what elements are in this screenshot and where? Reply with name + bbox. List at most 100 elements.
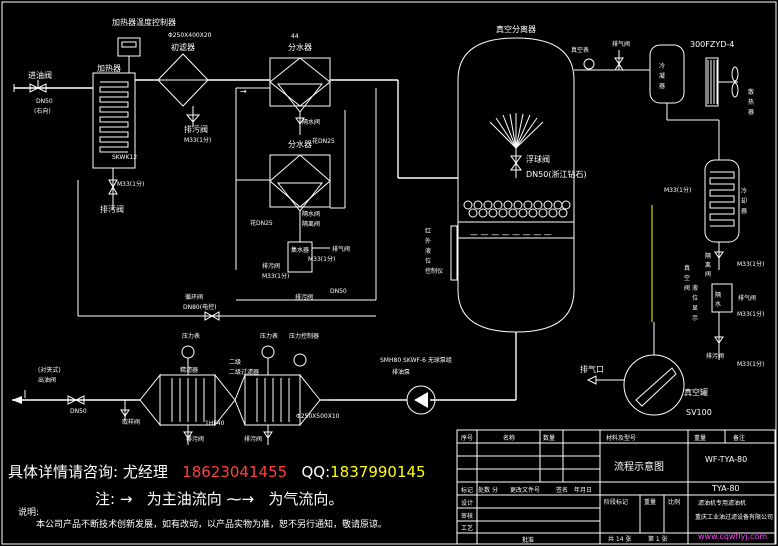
svg-text:排污阀: 排污阀 xyxy=(186,435,204,443)
svg-text:第 1 张: 第 1 张 xyxy=(648,535,668,543)
svg-text:排污阀: 排污阀 xyxy=(262,262,280,270)
svg-text:二级: 二级 xyxy=(229,358,241,366)
pressure-controller-icon xyxy=(293,353,307,367)
svg-text:排气阀: 排气阀 xyxy=(332,245,350,253)
svg-text:M33(1分): M33(1分) xyxy=(184,136,211,144)
svg-text:隔: 隔 xyxy=(715,291,721,299)
condenser xyxy=(649,44,685,104)
drawing-title: 流程示意图 xyxy=(614,460,664,473)
svg-text:离: 离 xyxy=(705,261,711,269)
circ-valve-icon xyxy=(204,311,214,321)
svg-text:SV100: SV100 xyxy=(686,408,712,417)
separator-2 xyxy=(269,154,331,208)
svg-text:真空表: 真空表 xyxy=(571,46,589,54)
svg-text:Φ250X500X10: Φ250X500X10 xyxy=(296,413,340,420)
water-collector xyxy=(287,241,313,273)
svg-text:真空罐: 真空罐 xyxy=(684,387,708,397)
vacuum-separator-label: 真空分离器 xyxy=(496,24,536,34)
svg-text:备注: 备注 xyxy=(733,434,745,442)
svg-text:M33(1分): M33(1分) xyxy=(737,360,764,368)
svg-text:阀: 阀 xyxy=(684,284,690,292)
svg-text:器: 器 xyxy=(659,83,665,90)
spray-head xyxy=(489,113,544,149)
fan-icon xyxy=(731,66,739,82)
heater-controller-label: 加热器温度控制器 xyxy=(112,17,176,27)
svg-text:二级过滤器: 二级过滤器 xyxy=(229,368,259,376)
separator-1-label: 分水器 xyxy=(288,42,312,52)
svg-text:花DN25: 花DN25 xyxy=(250,219,273,227)
heater-label: 加热器 xyxy=(97,63,121,73)
svg-text:DN50: DN50 xyxy=(70,408,87,415)
heater-model-label: SKWK12 xyxy=(112,154,137,161)
svg-text:排污阀: 排污阀 xyxy=(295,293,313,301)
svg-text:M33(1分): M33(1分) xyxy=(664,186,691,194)
svg-text:数量: 数量 xyxy=(543,434,555,442)
svg-text:阀: 阀 xyxy=(705,270,711,278)
heater-drain-valve-icon xyxy=(108,179,118,189)
packing-rings xyxy=(463,200,571,218)
svg-text:44: 44 xyxy=(291,33,299,40)
vacuum-separator-tank xyxy=(457,37,575,333)
website-url: www.cqwflyj.com xyxy=(698,532,768,541)
arrow-right-icon: → xyxy=(119,490,133,508)
svg-text:排气阀: 排气阀 xyxy=(612,40,630,48)
vacuum-gauge-icon xyxy=(583,58,595,70)
svg-text:液: 液 xyxy=(425,247,431,255)
svg-text:浮球阀: 浮球阀 xyxy=(526,154,550,164)
drawing-code: WF-TYA-80 xyxy=(705,455,747,464)
svg-text:标记: 标记 xyxy=(461,486,473,494)
svg-text:出油阀: 出油阀 xyxy=(38,376,56,384)
primary-filter-label: 初滤器 xyxy=(171,42,195,52)
level-indicator xyxy=(450,225,458,281)
svg-text:隔水阀: 隔水阀 xyxy=(302,118,320,126)
svg-text:设计: 设计 xyxy=(461,499,473,507)
inlet-valve-label: 进油阀 xyxy=(28,70,52,80)
svg-text:(对夹式): (对夹式) xyxy=(38,366,61,374)
svg-text:散: 散 xyxy=(748,88,754,96)
inlet-valve-icon xyxy=(29,83,40,93)
svg-text:更改文件号: 更改文件号 xyxy=(510,486,540,494)
svg-text:排气口: 排气口 xyxy=(580,364,604,374)
notes-text: 本公司产品不断技术创新发展，如有改动，以产品实物为准，恕不另行通知，敬请原谅。 xyxy=(36,520,388,530)
svg-text:300FZYD-4: 300FZYD-4 xyxy=(690,40,734,49)
separator-1 xyxy=(269,57,331,107)
flow-legend: 注: → 为主油流向 ⁓→ 为气流向。 xyxy=(95,490,344,508)
svg-text:序号: 序号 xyxy=(461,434,473,442)
svg-text:TYA-80: TYA-80 xyxy=(711,484,740,493)
cold-collector xyxy=(704,159,740,243)
svg-text:示: 示 xyxy=(692,315,698,322)
svg-text:共 14 张: 共 14 张 xyxy=(608,535,631,543)
title-block xyxy=(456,429,776,545)
svg-text:审核: 审核 xyxy=(461,512,473,520)
svg-text:压力控制器: 压力控制器 xyxy=(289,332,319,340)
svg-text:1HF40: 1HF40 xyxy=(205,420,225,427)
contact-phone: 18623041455 xyxy=(182,463,288,481)
svg-text:M33(1分): M33(1分) xyxy=(737,260,764,268)
svg-text:(右向): (右向) xyxy=(34,107,51,115)
svg-text:隔离阀: 隔离阀 xyxy=(302,220,320,228)
drain-valve3-icon xyxy=(714,336,724,344)
svg-text:排气阀: 排气阀 xyxy=(738,294,756,302)
vacuum-pump xyxy=(623,354,685,416)
svg-text:控制仪: 控制仪 xyxy=(425,267,443,275)
svg-text:排污阀: 排污阀 xyxy=(184,124,208,134)
svg-text:循环阀: 循环阀 xyxy=(185,293,203,301)
svg-text:压力表: 压力表 xyxy=(182,332,200,340)
svg-text:位: 位 xyxy=(425,257,431,265)
svg-text:取样阀: 取样阀 xyxy=(122,418,140,426)
svg-text:红: 红 xyxy=(425,227,431,235)
qq-number: 1837990145 xyxy=(330,463,426,481)
float-valve-icon xyxy=(510,155,522,164)
svg-text:批准: 批准 xyxy=(522,536,534,544)
svg-text:重量: 重量 xyxy=(694,434,706,442)
svg-text:DN50(浙江钻石): DN50(浙江钻石) xyxy=(526,169,587,179)
svg-text:阶段标记: 阶段标记 xyxy=(604,498,628,506)
svg-text:热: 热 xyxy=(748,98,754,106)
contact-name: 尤经理 xyxy=(122,463,168,481)
svg-text:工艺: 工艺 xyxy=(461,524,473,532)
svg-text:签名: 签名 xyxy=(556,486,568,494)
svg-text:比例: 比例 xyxy=(668,498,680,506)
svg-text:压力表: 压力表 xyxy=(260,332,278,340)
heater-coil xyxy=(99,81,129,153)
qq-label: QQ: xyxy=(301,463,331,481)
